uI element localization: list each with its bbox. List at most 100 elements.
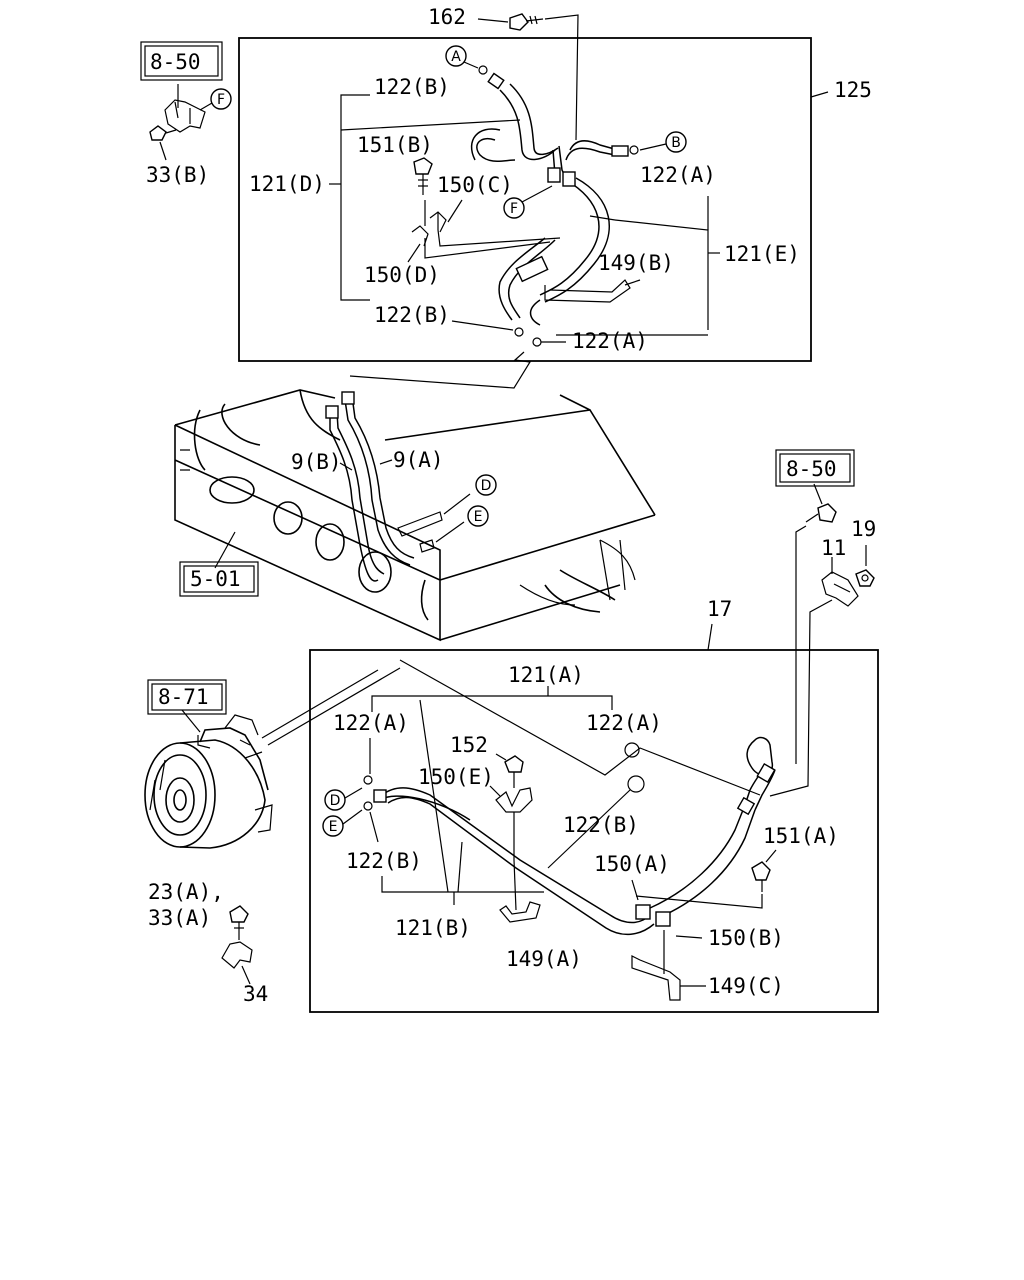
label-122b-left: 122(B) bbox=[346, 849, 422, 873]
label-150a: 150(A) bbox=[594, 852, 670, 876]
label-149c: 149(C) bbox=[708, 974, 784, 998]
assembly-box-125 bbox=[238, 37, 812, 362]
leader-compressor-2 bbox=[267, 667, 401, 746]
svg-text:8-71: 8-71 bbox=[158, 685, 209, 709]
fitting-a-icon bbox=[487, 72, 505, 90]
leader-162-b bbox=[544, 14, 579, 141]
oring-122a-right-icon bbox=[624, 742, 640, 758]
svg-text:B: B bbox=[671, 135, 681, 151]
label-33b: 33(B) bbox=[146, 163, 209, 187]
label-121e: 121(E) bbox=[724, 242, 800, 266]
label-149a: 149(A) bbox=[506, 947, 582, 971]
assembly-box-17 bbox=[309, 649, 879, 1013]
label-122a-top: 122(A) bbox=[640, 163, 716, 187]
leader-121d bbox=[340, 94, 370, 301]
clip-8-50-icon bbox=[164, 84, 206, 133]
bolt-33b-icon bbox=[149, 125, 177, 141]
label-19: 19 bbox=[851, 517, 876, 541]
leader-162 bbox=[477, 18, 509, 23]
svg-text:A: A bbox=[451, 49, 461, 65]
ref-8-50-right[interactable]: 8-50 bbox=[775, 449, 855, 487]
bracket-149b-icon bbox=[544, 279, 631, 303]
connector-a-icon: A bbox=[445, 45, 467, 67]
leader-box-to-pipes bbox=[349, 351, 531, 389]
clip-11-icon bbox=[821, 571, 859, 607]
label-9b: 9(B) bbox=[291, 450, 342, 474]
leader-8-50-right bbox=[795, 525, 807, 764]
leader-121b bbox=[381, 876, 544, 893]
oring-122b-left-icon bbox=[363, 801, 373, 811]
pipe-121a bbox=[649, 736, 776, 919]
label-122b-mid: 122(B) bbox=[374, 303, 450, 327]
svg-text:F: F bbox=[217, 92, 225, 108]
connector-d-bottom-icon: D bbox=[324, 789, 346, 811]
clamp-150e-icon bbox=[495, 787, 533, 813]
label-122a-right: 122(A) bbox=[586, 711, 662, 735]
bracket-149c-icon bbox=[631, 930, 681, 1001]
connector-f-top-icon: F bbox=[503, 197, 525, 219]
clamp-150c-icon bbox=[429, 211, 447, 233]
label-23a: 23(A), bbox=[148, 880, 224, 904]
label-11: 11 bbox=[821, 536, 846, 560]
label-33a: 33(A) bbox=[148, 906, 211, 930]
bracket-149a-icon bbox=[499, 859, 541, 923]
pipes-9 bbox=[325, 391, 415, 582]
connector-b-icon: B bbox=[665, 131, 687, 153]
label-121d: 121(D) bbox=[249, 172, 325, 196]
leader-clamp-box-2 bbox=[424, 238, 551, 259]
clip-34-icon bbox=[221, 941, 253, 969]
leader-compressor-1 bbox=[261, 669, 379, 739]
leader-9a bbox=[379, 459, 393, 465]
bolt-162-icon bbox=[509, 13, 544, 31]
stud-d-icon bbox=[397, 493, 471, 537]
fitting-f-icon bbox=[547, 167, 561, 183]
oring-122a-mid-icon bbox=[532, 337, 542, 347]
connector-e-frame-icon: E bbox=[467, 505, 489, 527]
nut-152-icon bbox=[504, 755, 524, 788]
fitting-f2-icon bbox=[562, 171, 576, 187]
label-150e: 150(E) bbox=[418, 765, 494, 789]
svg-text:E: E bbox=[474, 509, 483, 525]
ref-5-01[interactable]: 5-01 bbox=[179, 561, 259, 597]
hose-121d bbox=[470, 83, 567, 181]
label-122a-mid: 122(A) bbox=[572, 329, 648, 353]
fitting-150b-icon bbox=[655, 911, 671, 927]
pipe-lower-top bbox=[498, 237, 556, 321]
label-151b: 151(B) bbox=[357, 133, 433, 157]
label-121b: 121(B) bbox=[395, 916, 471, 940]
bolt-8-50-right-icon bbox=[805, 503, 837, 523]
label-122b-center: 122(B) bbox=[563, 813, 639, 837]
leader-121a bbox=[371, 695, 613, 712]
leader-150a-b bbox=[635, 894, 763, 909]
label-121a: 121(A) bbox=[508, 663, 584, 687]
clamp-150d-icon bbox=[411, 225, 429, 247]
fitting-150a-icon bbox=[635, 904, 651, 920]
fitting-left-icon bbox=[373, 789, 387, 803]
label-122b-top: 122(B) bbox=[374, 75, 450, 99]
nut-19-icon bbox=[855, 569, 875, 587]
label-150c: 150(C) bbox=[437, 173, 513, 197]
ref-8-50-top[interactable]: 8-50 bbox=[140, 41, 223, 81]
label-151a: 151(A) bbox=[763, 824, 839, 848]
label-162: 162 bbox=[428, 5, 466, 29]
oring-122b-mid-icon bbox=[514, 327, 524, 337]
label-149b: 149(B) bbox=[598, 251, 674, 275]
label-152: 152 bbox=[450, 733, 488, 757]
ref-8-71[interactable]: 8-71 bbox=[147, 679, 227, 715]
leader-clamp-box-3 bbox=[437, 212, 561, 247]
leader-121e bbox=[614, 219, 709, 330]
svg-text:8-50: 8-50 bbox=[150, 50, 201, 74]
label-150b: 150(B) bbox=[708, 926, 784, 950]
label-34: 34 bbox=[243, 982, 268, 1006]
label-9a: 9(A) bbox=[393, 448, 444, 472]
leader-clip-11 bbox=[769, 599, 833, 797]
frame-crossmember bbox=[174, 389, 656, 642]
compressor-icon bbox=[144, 709, 273, 849]
bolt-151b-icon bbox=[413, 157, 433, 195]
connector-d-frame-icon: D bbox=[475, 474, 497, 496]
bolt-33a-icon bbox=[229, 905, 249, 940]
svg-text:D: D bbox=[481, 478, 492, 494]
connector-e-bottom-icon: E bbox=[322, 815, 344, 837]
label-150d: 150(D) bbox=[364, 263, 440, 287]
